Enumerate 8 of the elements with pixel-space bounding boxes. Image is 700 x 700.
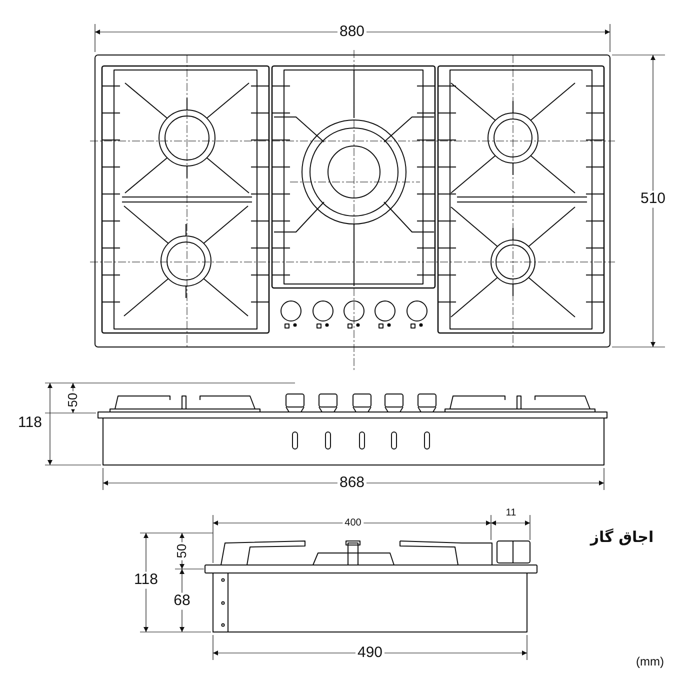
dimension-label: 68: [172, 592, 192, 610]
dimension-label: 510: [638, 190, 668, 208]
dimension-label: 400: [342, 518, 364, 528]
dimension-label: 50: [66, 390, 80, 410]
dimension-label: 118: [132, 572, 160, 588]
unit-note: (mm): [635, 655, 665, 669]
dimension-label: 50: [174, 542, 190, 560]
dimension-label: 11: [504, 508, 518, 518]
